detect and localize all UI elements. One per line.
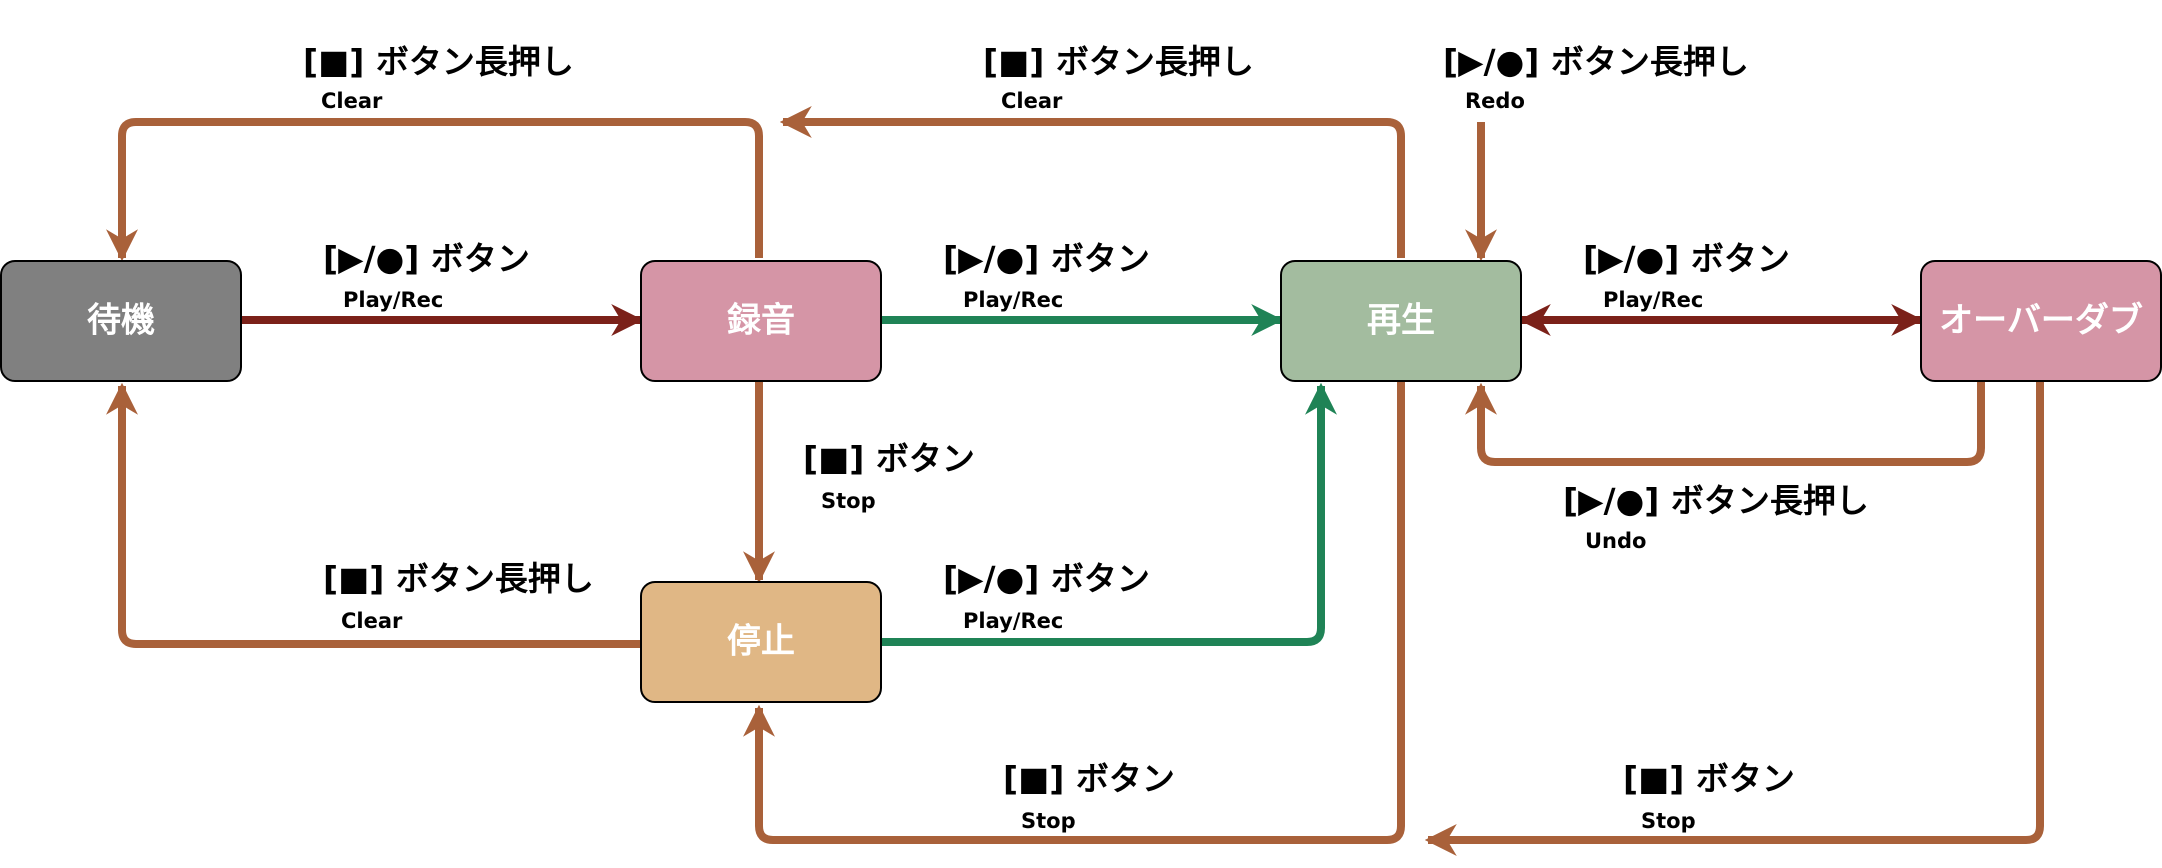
edge-play-to-stop bbox=[743, 382, 1405, 844]
state-play-label: 再生 bbox=[1367, 301, 1435, 341]
connectors bbox=[106, 106, 2044, 856]
edge-stop-to-standby bbox=[106, 382, 640, 648]
edge-overdub-to-stop bbox=[1424, 382, 2044, 856]
label-redo: [▶/●] ボタン長押し bbox=[1443, 42, 1749, 81]
label-record-to-stop: [■] ボタン bbox=[803, 439, 975, 478]
state-record[interactable]: 録音 bbox=[640, 260, 882, 382]
sub-record-to-play: Play/Rec bbox=[963, 288, 1063, 312]
sub-standby-to-record: Play/Rec bbox=[343, 288, 443, 312]
label-play-to-stop: [■] ボタン bbox=[1003, 759, 1175, 798]
sub-clear-top-mid: Clear bbox=[1001, 89, 1063, 113]
state-overdub-label: オーバーダブ bbox=[1939, 301, 2143, 341]
label-clear-top-mid: [■] ボタン長押し bbox=[983, 42, 1254, 81]
label-stop-to-standby: [■] ボタン長押し bbox=[323, 559, 594, 598]
label-undo: [▶/●] ボタン長押し bbox=[1563, 481, 1869, 520]
sub-play-to-stop: Stop bbox=[1021, 809, 1076, 833]
label-record-to-play: [▶/●] ボタン bbox=[943, 239, 1150, 278]
label-play-overdub: [▶/●] ボタン bbox=[1583, 239, 1790, 278]
state-standby[interactable]: 待機 bbox=[0, 260, 242, 382]
edge-play-to-record-clear bbox=[779, 106, 1405, 258]
sub-play-overdub: Play/Rec bbox=[1603, 288, 1703, 312]
label-overdub-to-stop: [■] ボタン bbox=[1623, 759, 1795, 798]
sub-undo: Undo bbox=[1585, 529, 1646, 553]
edge-stop-to-play bbox=[881, 382, 1337, 646]
sub-record-to-stop: Stop bbox=[821, 489, 876, 513]
label-clear-top-left: [■] ボタン長押し bbox=[303, 42, 574, 81]
label-stop-to-play: [▶/●] ボタン bbox=[943, 559, 1150, 598]
state-overdub[interactable]: オーバーダブ bbox=[1920, 260, 2162, 382]
state-play[interactable]: 再生 bbox=[1280, 260, 1522, 382]
sub-overdub-to-stop: Stop bbox=[1641, 809, 1696, 833]
state-record-label: 録音 bbox=[727, 301, 795, 341]
edge-labels: [■] ボタン長押し Clear [■] ボタン長押し Clear [▶/●] … bbox=[303, 42, 1869, 833]
state-stop[interactable]: 停止 bbox=[640, 581, 882, 703]
state-standby-label: 待機 bbox=[87, 301, 155, 341]
sub-stop-to-standby: Clear bbox=[341, 609, 403, 633]
sub-clear-top-left: Clear bbox=[321, 89, 383, 113]
label-standby-to-record: [▶/●] ボタン bbox=[323, 239, 530, 278]
sub-stop-to-play: Play/Rec bbox=[963, 609, 1063, 633]
edge-undo bbox=[1465, 382, 1985, 466]
state-stop-label: 停止 bbox=[727, 622, 795, 662]
edge-record-to-standby-clear bbox=[106, 118, 763, 262]
sub-redo: Redo bbox=[1465, 89, 1525, 113]
